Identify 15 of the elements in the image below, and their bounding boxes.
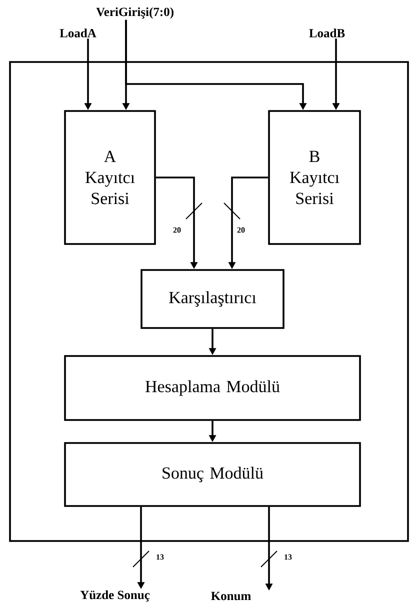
bus-width-label: 20 [236,226,246,234]
bus-width-label: 13 [155,553,165,561]
signal-label: Yüzde Sonuç [80,590,150,602]
signal-label: VeriGirişi(7:0) [96,7,174,19]
module-box: Karşılaştırıcı [140,269,284,329]
bus-width-label: 13 [283,553,293,561]
bus-width-label: 20 [172,226,182,234]
module-box: Sonuç Modülü [64,442,361,507]
module-frame [9,61,409,542]
module-box: Hesaplama Modülü [64,355,361,421]
signal-label: LoadB [309,28,345,38]
signal-label: LoadA [60,28,96,38]
signal-label: Konum [211,592,251,600]
module-box: A Kayıtcı Serisi [64,110,156,245]
module-box: B Kayıtcı Serisi [268,110,361,245]
